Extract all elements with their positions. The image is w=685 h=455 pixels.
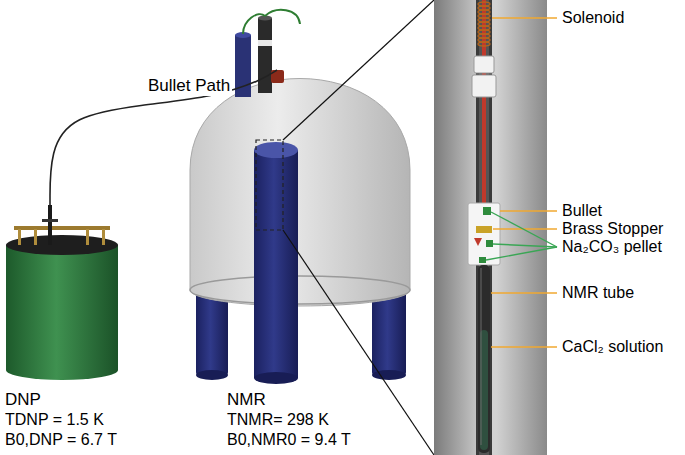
station-name: DNP [5,390,137,410]
magnet-body [6,245,118,370]
inset-panel [434,0,547,455]
bullet-path-tube [50,70,277,205]
tube-highlight [481,268,482,445]
transfer-tower [258,18,272,93]
station-parameter: B0,DNP = 6.7 T [5,430,137,450]
station-parameter: TDNP = 1.5 K [5,410,137,430]
bullet-body [468,203,500,265]
leader-line [491,292,557,293]
brass-post [18,229,21,245]
part-label: NMR tube [562,284,634,302]
leader-line [491,346,557,347]
pellet-mark [479,257,486,263]
leader-line [491,212,557,247]
leg-foot [196,370,228,380]
brass-post [86,229,89,245]
transfer-rod [482,0,486,205]
zoom-frame [256,140,283,230]
magnet-lid [6,235,118,255]
tower-band [258,40,272,46]
brass-plate [14,226,110,230]
solenoid-coil [478,2,490,46]
gas-line [243,10,300,34]
brass-post [102,229,105,245]
bullet-mark [474,238,482,246]
leader-line [492,17,557,18]
nmr-tube [478,265,490,453]
brass-stopper [476,226,492,233]
magnet-base [6,360,118,380]
leader-lines [486,18,557,347]
dome-rim [190,276,410,304]
zoom-line [283,0,434,140]
magnet-station: DNPTDNP = 1.5 KB0,DNP = 6.7 T [3,205,139,452]
pellet-mark [483,207,491,215]
tube-fitting [472,75,496,97]
nmr-magnet [190,10,410,384]
tower-top [258,16,272,21]
leg-foot [254,372,298,384]
brass-post [34,229,37,245]
part-label: Na₂CO₃ pellet [562,238,662,256]
probe-disc [42,219,58,222]
station-parameter: TNMR= 298 K [227,410,422,430]
zoom-inset [434,0,547,455]
station-name: NMR [227,390,422,410]
leader-line [500,210,557,211]
part-label: Solenoid [562,9,624,27]
magnet-leg [254,150,298,378]
pellet-mark [486,240,493,247]
dnp-magnet [6,205,118,380]
leader-line [493,244,557,247]
part-label: Bullet [562,202,602,220]
leg-foot [372,370,406,380]
probe-rod [48,205,52,245]
part-label: CaCl₂ solution [562,338,663,356]
path-label: Bullet Path [146,76,232,96]
leader-line [486,247,557,260]
leg-top [254,142,298,158]
tube-fitting [474,56,494,73]
station-parameter: B0,NMR0 = 9.4 T [227,430,422,450]
magnet-dome [190,79,410,306]
magnet-station: NMRTNMR= 298 KB0,NMR0 = 9.4 T [225,70,424,452]
part-label: Brass Stopper [562,220,663,238]
